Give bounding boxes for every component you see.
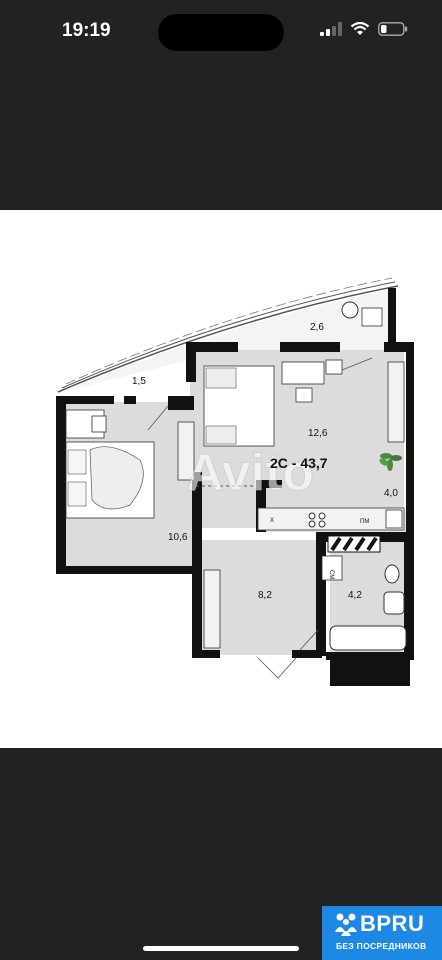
bpru-logo-icon [335,913,357,936]
bpru-badge: BPRU БЕЗ ПОСРЕДНИКОВ [322,906,442,960]
battery-icon [378,22,408,36]
floor-plan-image[interactable]: Х ПМ СМ [0,210,442,748]
watermark: Avito [186,444,314,502]
status-icons [320,22,408,36]
signal-icon [320,22,342,36]
area-bathroom: 4,2 [348,590,362,601]
area-balcony: 2,6 [310,322,324,333]
brand-tagline: БЕЗ ПОСРЕДНИКОВ [336,941,427,951]
status-bar: 19:19 [0,0,442,60]
area-hall: 8,2 [258,590,272,601]
houseplant-icon [379,453,402,471]
wifi-icon [350,22,370,35]
brand-name: BPRU [360,911,425,936]
area-living: 12,6 [308,428,328,439]
floor-plan-drawing: Х ПМ СМ [56,277,414,686]
dishwasher-label: ПМ [360,519,369,525]
dynamic-island [158,14,284,51]
area-bedroom: 10,6 [168,532,188,543]
fridge-label: Х [270,518,274,524]
apartment-title: 2С - 43,7 [270,455,328,471]
washer-label: СМ [328,570,334,579]
status-time: 19:19 [62,20,111,41]
home-indicator[interactable] [143,946,299,951]
area-loggia: 1,5 [132,376,146,387]
area-kitchen: 4,0 [384,488,398,499]
